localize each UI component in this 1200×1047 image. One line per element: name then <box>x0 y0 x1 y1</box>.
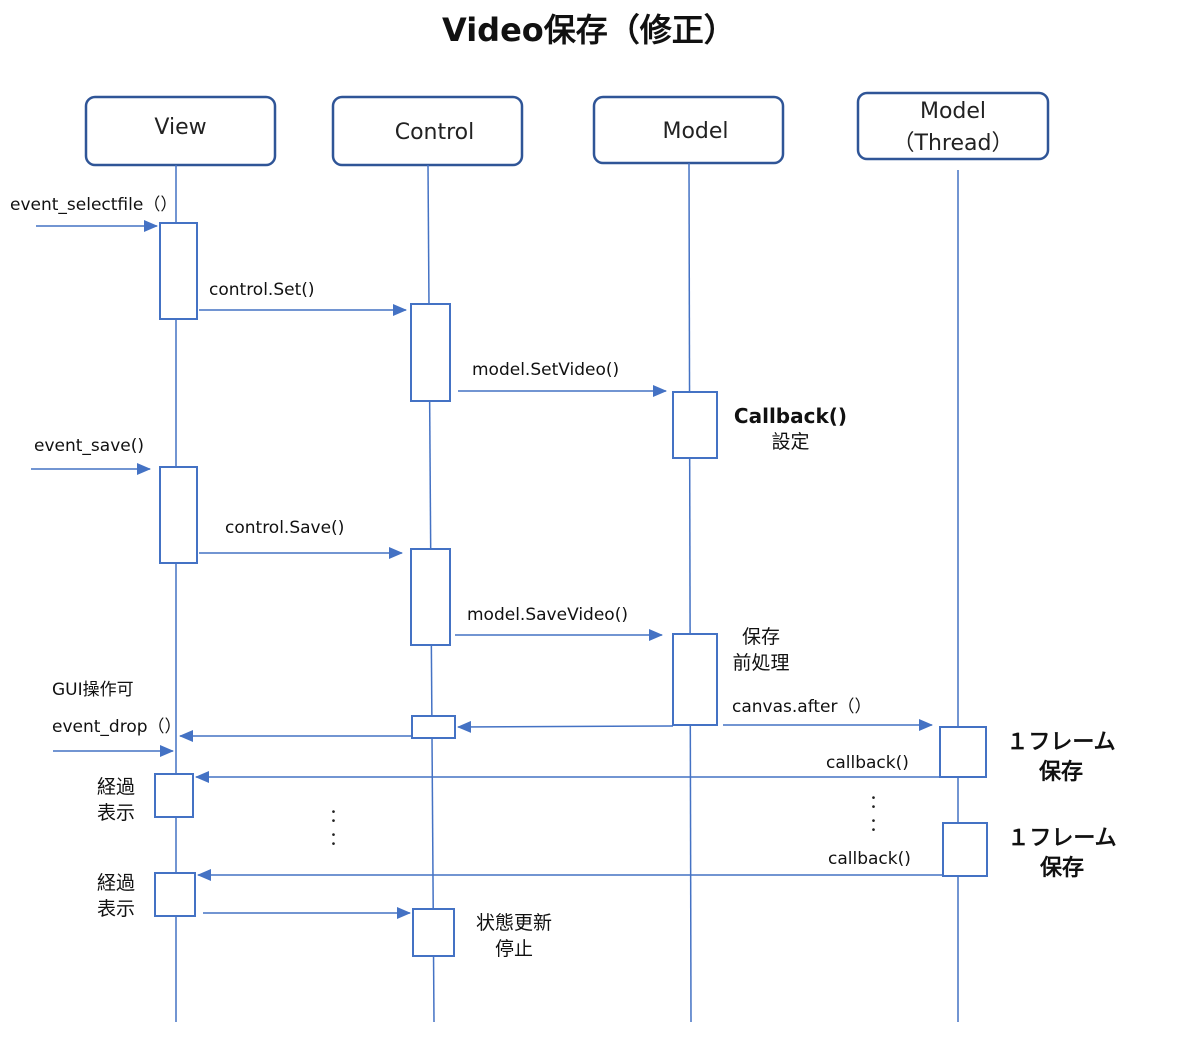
message-control-set: control.Set() <box>209 280 315 300</box>
ellipsis-thread-gap-1: ： <box>869 792 887 813</box>
note-progress-1-line2: 表示 <box>96 801 135 824</box>
activation-control-2 <box>410 548 451 646</box>
note-save-pre: 保存 前処理 <box>724 625 798 676</box>
arrow-return-to-control <box>457 720 674 733</box>
note-frame-save-1-line1: １フレーム <box>1006 730 1116 755</box>
note-progress-1: 経過 表示 <box>88 775 144 826</box>
note-callback-setup-line2: 設定 <box>771 431 810 453</box>
ellipsis-thread-gap-2: ： <box>869 814 887 836</box>
activation-view-3 <box>154 773 194 818</box>
actor-label-model-thread-line2: （Thread） <box>892 131 1014 156</box>
activation-view-1 <box>159 222 198 320</box>
note-stop-update-line2: 停止 <box>494 937 533 960</box>
ellipsis-control-gap: ： ： <box>328 806 348 851</box>
activation-thread-1 <box>939 726 987 778</box>
actor-box-view <box>84 95 277 167</box>
note-stop-update: 状態更新 停止 <box>466 911 562 962</box>
note-stop-update-line1: 状態更新 <box>475 912 552 934</box>
actor-label-model-thread-line1: Model <box>919 99 987 124</box>
note-frame-save-2-line1: １フレーム <box>1007 826 1117 851</box>
activation-view-2 <box>159 466 198 564</box>
message-canvas-after: canvas.after（） <box>732 697 872 717</box>
note-callback-setup: Callback() 設定 <box>733 403 848 456</box>
actor-box-control <box>331 95 524 167</box>
note-save-pre-line1: 保存 <box>741 626 780 648</box>
activation-control-3 <box>411 715 456 739</box>
activation-model-1 <box>672 391 718 459</box>
message-model-savevideo: model.SaveVideo() <box>467 605 628 625</box>
actor-box-model-thread <box>856 91 1050 161</box>
note-progress-2-line1: 経過 <box>96 872 135 894</box>
note-frame-save-1-line2: 保存 <box>1038 759 1083 785</box>
note-frame-save-2: １フレーム 保存 <box>1000 824 1124 883</box>
note-frame-save-2-line2: 保存 <box>1039 855 1084 881</box>
actor-box-model <box>592 95 785 165</box>
message-callback-1: callback() <box>826 753 909 773</box>
message-gui-enabled: GUI操作可 <box>52 680 134 700</box>
ellipsis-control-gap-1: ： <box>329 806 347 827</box>
note-progress-2: 経過 表示 <box>88 871 144 922</box>
ellipsis-control-gap-2: ： <box>329 828 347 850</box>
note-save-pre-line2: 前処理 <box>732 651 790 674</box>
diagram-title: Video保存（修正） <box>442 11 736 49</box>
message-event-drop: event_drop（） <box>52 717 182 737</box>
message-event-selectfile: event_selectfile（） <box>10 195 178 215</box>
activation-thread-2 <box>942 822 988 877</box>
actor-label-model: Model <box>662 119 729 144</box>
message-event-save: event_save() <box>34 436 144 456</box>
activation-control-4 <box>412 908 455 957</box>
ellipsis-thread-gap: ： ： <box>868 792 888 837</box>
actor-label-view: View <box>154 115 207 140</box>
message-control-save: control.Save() <box>225 518 345 538</box>
actor-label-control: Control <box>394 120 475 145</box>
activation-view-4 <box>154 872 196 917</box>
note-callback-setup-line1: Callback() <box>733 404 848 428</box>
lifeline-model <box>688 162 692 1023</box>
activation-control-1 <box>410 303 451 402</box>
message-callback-2: callback() <box>828 849 911 869</box>
note-frame-save-1: １フレーム 保存 <box>999 728 1123 787</box>
message-model-setvideo: model.SetVideo() <box>472 360 620 380</box>
note-progress-1-line1: 経過 <box>96 776 135 798</box>
activation-model-2 <box>672 633 718 726</box>
note-progress-2-line2: 表示 <box>96 897 135 920</box>
